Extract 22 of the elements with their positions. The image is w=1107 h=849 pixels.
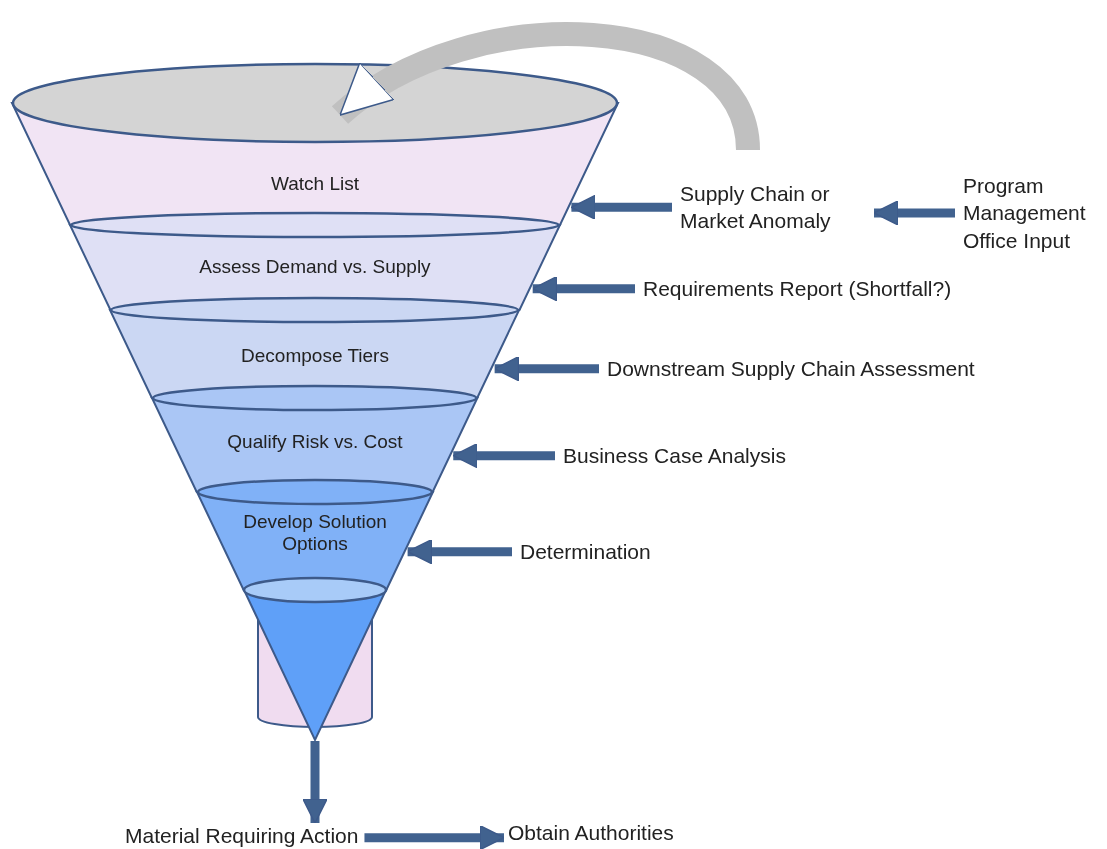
arrow [570,194,672,221]
arrow [493,355,599,382]
arrow [531,275,635,302]
arrow [302,741,328,824]
step-label: Develop Solution Options [242,511,388,555]
step-label: Decompose Tiers [240,345,390,367]
step-label: Watch List [270,173,360,195]
input-label: Program Management Office Input [963,172,1107,254]
arrow [332,22,760,153]
input-label: Supply Chain or Market Anomaly [680,180,870,235]
step-label: Assess Demand vs. Supply [198,256,432,278]
input-label: Downstream Supply Chain Assessment [607,355,975,383]
input-label: Determination [520,538,651,566]
step-label: Qualify Risk vs. Cost [226,431,404,453]
arrow [406,538,512,565]
input-label: Material Requiring Action [125,822,359,849]
arrow [452,442,555,469]
input-label: Requirements Report (Shortfall?) [643,275,952,303]
input-label: Business Case Analysis [563,442,786,470]
input-label: Obtain Authorities [508,819,674,847]
arrow [364,824,505,849]
arrow [873,200,955,226]
